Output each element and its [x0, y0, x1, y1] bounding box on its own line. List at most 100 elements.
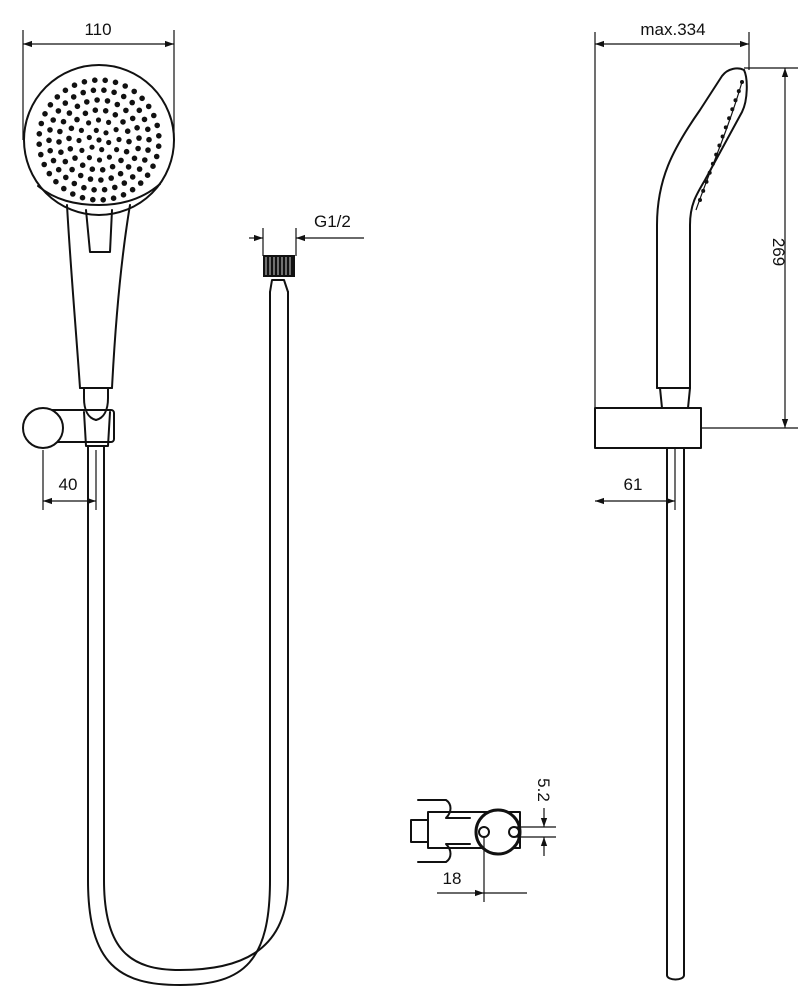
nozzle-dot [121, 180, 128, 186]
nozzle-dot [66, 135, 72, 142]
nozzle-dot [62, 100, 69, 106]
nozzle-dot [118, 157, 124, 164]
nozzle-dot [126, 138, 132, 145]
side-holder [594, 407, 702, 449]
nozzle-dot [42, 111, 48, 117]
nozzle-dot [123, 107, 129, 114]
detail-top [417, 799, 471, 819]
nozzle-dot [70, 94, 77, 100]
nozzle-dot [55, 108, 62, 114]
side-hose-end [666, 974, 685, 981]
nozzle-dot [90, 196, 96, 203]
nozzle-dot [99, 167, 106, 173]
nozzle-dot [120, 192, 127, 198]
nozzle-dot [96, 137, 102, 143]
nozzle-dot [120, 119, 126, 125]
hose-ferrule [269, 279, 289, 293]
nozzle-dot [129, 174, 136, 180]
detail-bottom [417, 843, 471, 863]
nozzle-dot [36, 141, 42, 147]
nozzle-dot [136, 107, 143, 114]
nozzle-dot [58, 149, 64, 155]
nozzle-dot [50, 117, 56, 123]
nozzle-dot [76, 137, 82, 144]
side-nozzle-dot [730, 107, 735, 112]
side-nozzle-dot [701, 188, 706, 193]
nozzle-dot [150, 163, 156, 169]
hose-inner [103, 291, 289, 971]
side-neck [659, 387, 691, 409]
nozzle-dot [103, 130, 109, 136]
nozzle-dot [47, 127, 53, 133]
nozzle-dot [129, 115, 136, 122]
nozzle-dot [131, 155, 138, 162]
nozzle-dot [122, 83, 128, 89]
side-nozzle-dot [698, 198, 702, 202]
nozzle-dot [134, 125, 140, 131]
nozzle-dot [81, 184, 87, 191]
side-nozzle-dot [717, 143, 722, 148]
holder-neck-left [83, 387, 97, 421]
nozzle-dot [79, 194, 86, 201]
nozzle-dot [71, 82, 78, 88]
nozzle-dot [79, 162, 86, 168]
nozzle-dot [110, 195, 117, 201]
nozzle-dot [93, 127, 99, 133]
nozzle-dot [124, 128, 131, 134]
nozzle-dot [112, 79, 119, 86]
front-view [22, 64, 175, 449]
side-nozzle-dot [714, 152, 719, 157]
nozzle-dot [151, 112, 157, 119]
nozzle-dot [153, 153, 160, 160]
nozzle-dot [74, 116, 80, 123]
nozzle-dot [72, 155, 78, 161]
nozzle-dot [113, 127, 119, 133]
nozzle-dot [81, 79, 88, 85]
nozzle-dot [62, 87, 69, 94]
side-handle-front [689, 69, 748, 389]
nozzle-dot [36, 131, 43, 137]
nozzle-dot [129, 186, 136, 193]
nozzle-dot [112, 184, 118, 191]
nozzle-dot [112, 112, 119, 118]
nozzle-dot [62, 158, 69, 165]
side-nozzle-dot [736, 89, 741, 94]
nozzle-dot [117, 170, 124, 177]
nozzle-dot [155, 143, 162, 149]
dim-269-label: 269 [769, 238, 788, 266]
nozzle-dot [111, 89, 117, 96]
nozzle-dot [87, 176, 94, 182]
nozzle-dot [86, 134, 92, 141]
nozzle-dot [120, 93, 127, 100]
nozzle-dot [60, 118, 67, 125]
nozzle-dot [92, 77, 98, 83]
side-nozzle-dot [727, 116, 732, 121]
nozzle-dot [154, 122, 160, 129]
nozzle-dot [123, 148, 130, 155]
nozzle-dot [145, 126, 151, 133]
nozzle-dot [63, 174, 69, 181]
nozzle-dot [108, 175, 114, 181]
nozzle-dot [84, 99, 90, 105]
nozzle-dot [56, 139, 62, 145]
side-handle-back [656, 67, 745, 389]
nozzle-dot [55, 166, 62, 173]
nozzle-dot [141, 116, 148, 123]
shower-hose [87, 255, 295, 986]
nozzle-dot [71, 180, 78, 187]
dim-52-label: 5.2 [534, 778, 553, 802]
nozzle-dot [90, 87, 97, 94]
side-view [594, 67, 748, 981]
nozzle-dot [74, 103, 81, 110]
nozzle-dot [89, 166, 96, 172]
nozzle-dot [70, 191, 76, 197]
nozzle-dot [99, 147, 105, 153]
detail-hole-left [478, 826, 490, 838]
nozzle-dot [139, 95, 145, 102]
dim-thread-label: G1/2 [314, 212, 351, 231]
nozzle-dot [57, 128, 63, 135]
nozzle-dot [95, 117, 102, 123]
dim-334-label: max.334 [640, 20, 705, 39]
dim-40-label: 40 [59, 475, 78, 494]
